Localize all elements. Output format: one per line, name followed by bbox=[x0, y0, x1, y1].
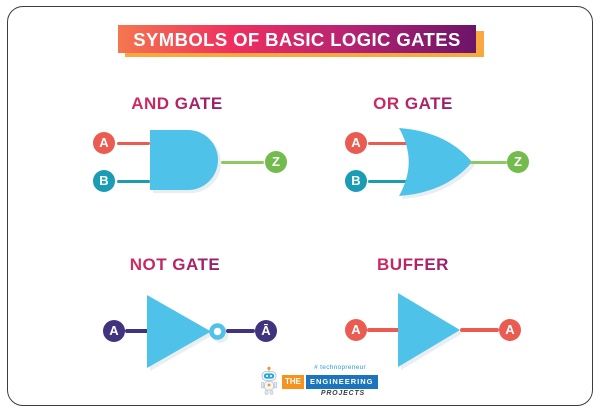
buffer-gate-shape bbox=[398, 293, 460, 367]
buffer-output-wire bbox=[460, 328, 499, 332]
not-input-label: A bbox=[103, 320, 125, 342]
and-input-b-label: B bbox=[93, 170, 115, 192]
or-input-a-label: A bbox=[345, 132, 367, 154]
or-input-b-wire bbox=[368, 179, 412, 183]
page-title: SYMBOLS OF BASIC LOGIC GATES bbox=[118, 25, 476, 53]
diagram-border bbox=[7, 6, 593, 406]
brand-engineering-badge: ENGINEERING bbox=[306, 375, 378, 389]
buffer-heading: BUFFER bbox=[333, 255, 493, 275]
hashtag-technopreneur: # technopreneur bbox=[314, 364, 366, 371]
buffer-output-label: A bbox=[499, 319, 521, 341]
and-input-b-wire bbox=[117, 179, 150, 183]
brand-the-badge: THE bbox=[282, 375, 304, 389]
and-input-a-label: A bbox=[93, 132, 115, 154]
and-input-a-wire bbox=[117, 141, 150, 145]
buffer-input-wire bbox=[367, 328, 400, 332]
brand-logo: THE ENGINEERING bbox=[282, 375, 378, 389]
or-input-a-wire bbox=[368, 141, 412, 145]
not-inversion-bubble bbox=[209, 323, 226, 340]
not-input-wire bbox=[125, 329, 149, 333]
and-gate-shape bbox=[150, 130, 218, 190]
and-output-label: Z bbox=[265, 151, 287, 173]
not-output-label: Ā bbox=[255, 320, 277, 342]
or-gate-heading: OR GATE bbox=[333, 94, 493, 114]
or-input-b-label: B bbox=[345, 170, 367, 192]
not-output-wire bbox=[226, 329, 255, 333]
and-gate-heading: AND GATE bbox=[97, 94, 257, 114]
not-gate-heading: NOT GATE bbox=[95, 255, 255, 275]
not-gate-shape bbox=[147, 295, 226, 368]
buffer-input-label: A bbox=[345, 319, 367, 341]
or-output-wire bbox=[470, 160, 507, 164]
brand-projects-label: PROJECTS bbox=[320, 390, 365, 397]
robot-mascot-icon bbox=[260, 366, 278, 395]
and-output-wire bbox=[221, 160, 264, 164]
or-gate-shape bbox=[399, 128, 472, 196]
or-output-label: Z bbox=[507, 151, 529, 173]
